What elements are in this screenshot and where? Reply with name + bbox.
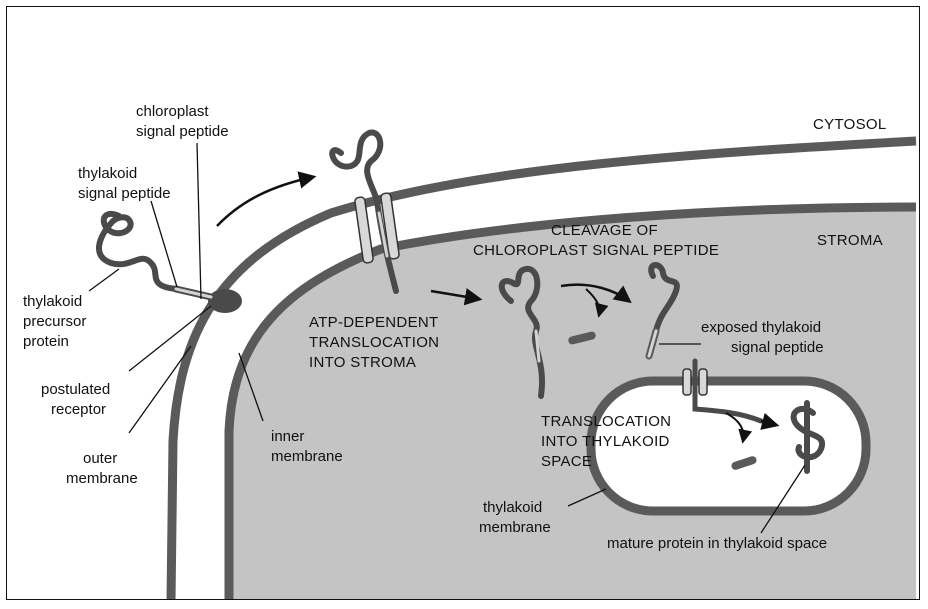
label-thylakoid-signal-2: signal peptide [78, 185, 171, 202]
label-precursor-1: thylakoid [23, 293, 82, 310]
label-receptor-2: receptor [51, 401, 106, 418]
label-translocation-thylakoid-2: INTO THYLAKOID [541, 433, 670, 450]
label-outer-membrane-2: membrane [66, 470, 138, 487]
label-precursor-3: protein [23, 333, 69, 350]
thylakoid-translocator [682, 368, 708, 396]
label-cleavage-1: CLEAVAGE OF [551, 222, 658, 239]
protein-through-thylakoid [692, 358, 764, 424]
cleaved-thylakoid-peptide [731, 456, 757, 470]
label-exposed-1: exposed thylakoid [701, 319, 821, 336]
thylakoid-entry-arrow [760, 412, 780, 430]
label-inner-membrane-1: inner [271, 428, 304, 445]
exposed-signal-highlight [647, 329, 658, 358]
translocator-channel [354, 192, 400, 264]
label-mature-protein: mature protein in thylakoid space [607, 535, 827, 552]
label-receptor-1: postulated [41, 381, 110, 398]
label-atp-3: INTO STROMA [309, 354, 416, 371]
inner-membrane [224, 202, 917, 599]
label-translocation-thylakoid-3: SPACE [541, 453, 592, 470]
thylakoid-cleavage-arrow [725, 412, 753, 444]
postulated-receptor-shape [208, 289, 242, 313]
chloroplast-import-diagram: CYTOSOL STROMA chloroplast signal peptid… [23, 103, 917, 599]
label-cleavage-2: CHLOROPLAST SIGNAL PEPTIDE [473, 242, 719, 259]
label-chloroplast-signal-2: signal peptide [136, 123, 229, 140]
label-stroma: STROMA [817, 232, 883, 249]
protein-exposed-signal [648, 262, 680, 334]
label-precursor-2: precursor [23, 313, 86, 330]
stroma-protein-signal [534, 329, 541, 363]
label-exposed-2: signal peptide [731, 339, 824, 356]
import-arrow [216, 171, 317, 227]
cleavage-arrow [560, 283, 632, 304]
diagram-frame: CYTOSOL STROMA chloroplast signal peptid… [6, 6, 920, 600]
label-thylakoid-membrane-2: membrane [479, 519, 551, 536]
label-translocation-thylakoid-1: TRANSLOCATION [541, 413, 671, 430]
signal-peptide-highlight [174, 287, 213, 299]
stroma-arrow [430, 288, 483, 306]
outer-membrane [166, 136, 917, 599]
label-thylakoid-membrane-1: thylakoid [483, 499, 542, 516]
label-inner-membrane-2: membrane [271, 448, 343, 465]
leader-lines [88, 142, 806, 534]
cleaved-chloroplast-peptide [568, 331, 596, 345]
label-atp-1: ATP-DEPENDENT [309, 314, 438, 331]
cleavage-drop-arrow [585, 288, 609, 318]
label-chloroplast-signal-1: chloroplast [136, 103, 209, 120]
label-outer-membrane-1: outer [83, 450, 117, 467]
label-cytosol: CYTOSOL [813, 116, 887, 133]
label-atp-2: TRANSLOCATION [309, 334, 439, 351]
mature-protein [790, 400, 826, 474]
stroma-protein [498, 266, 545, 399]
translocating-signal-highlight [377, 211, 389, 258]
precursor-protein-coil [96, 211, 179, 292]
label-thylakoid-signal-1: thylakoid [78, 165, 137, 182]
